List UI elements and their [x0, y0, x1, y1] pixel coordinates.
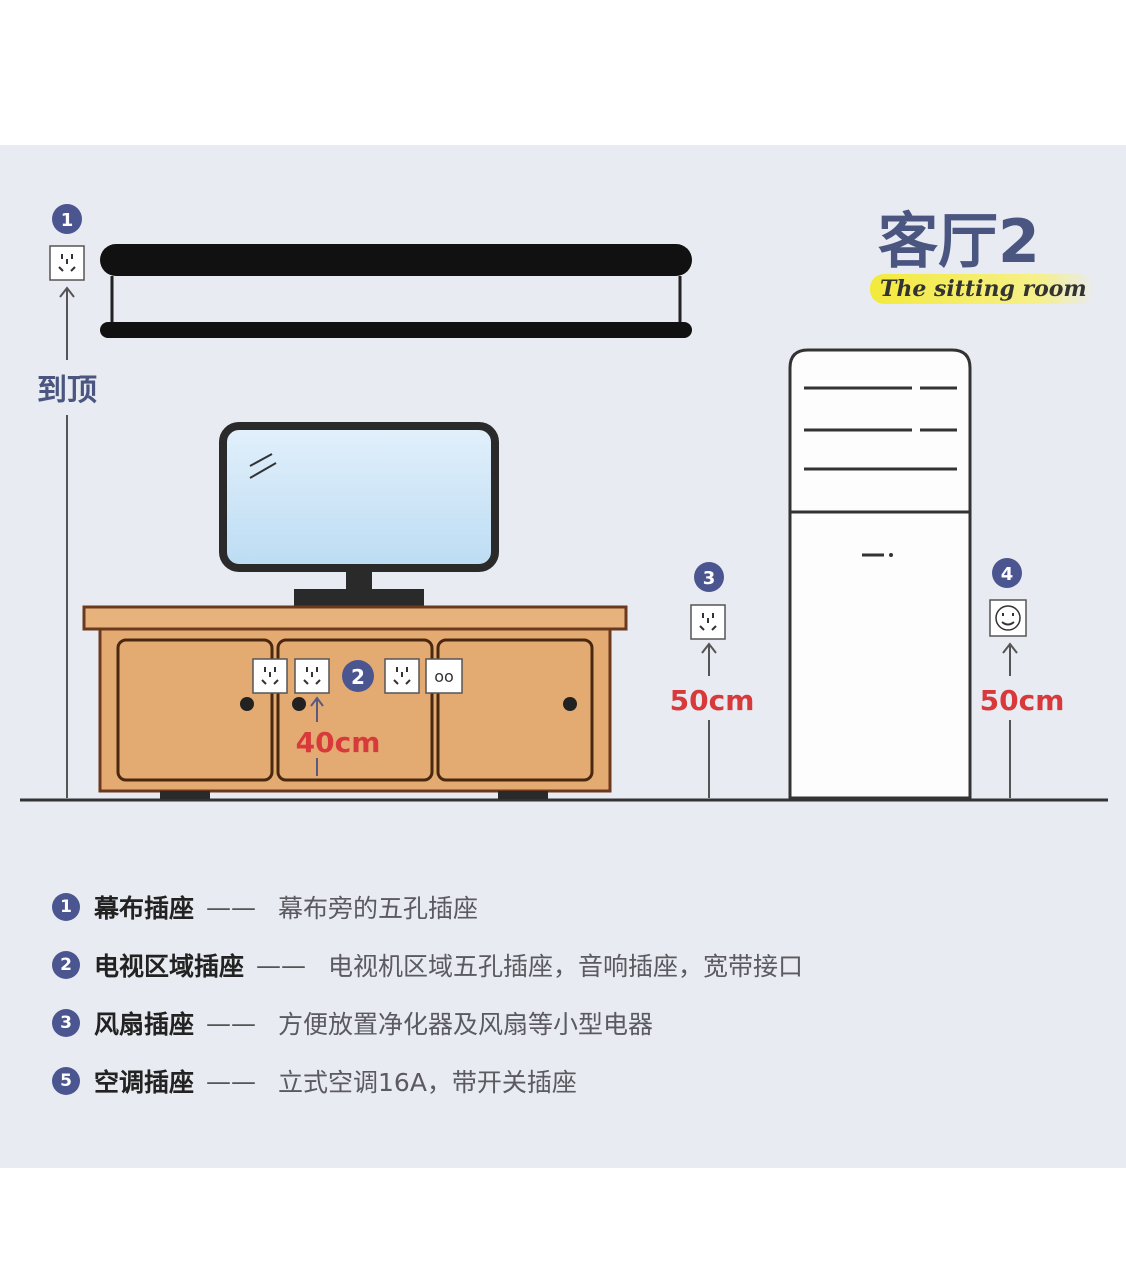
socket-icon: [49, 245, 85, 281]
socket-icon: [384, 658, 420, 694]
legend-item: 1 幕布插座 —— 幕布旁的五孔插座: [52, 878, 803, 936]
legend-dash: ——: [206, 1008, 257, 1038]
legend-label: 幕布插座: [94, 894, 195, 923]
legend: 1 幕布插座 —— 幕布旁的五孔插座 2 电视区域插座 —— 电视机区域五孔插座…: [52, 878, 803, 1110]
legend-label: 风扇插座: [94, 1010, 195, 1039]
audio-socket-glyph: oo: [434, 667, 454, 686]
ceiling-label: 到顶: [37, 373, 97, 408]
socket-icon: [252, 658, 288, 694]
socket-icon: [690, 604, 726, 640]
title-highlight: [870, 274, 1095, 304]
badge-2-text: 2: [351, 665, 365, 689]
legend-item: 2 电视区域插座 —— 电视机区域五孔插座，音响插座，宽带接口: [52, 936, 803, 994]
legend-badge: 3: [52, 1009, 80, 1037]
fan-socket-height: 50cm: [670, 684, 755, 717]
ac-socket-height: 50cm: [980, 684, 1065, 717]
legend-badge: 5: [52, 1067, 80, 1095]
legend-item: 5 空调插座 —— 立式空调16A，带开关插座: [52, 1052, 803, 1110]
projector-screen: [100, 244, 692, 338]
legend-dash: ——: [206, 1066, 257, 1096]
tv-cabinet: [82, 605, 628, 799]
legend-description: 电视机区域五孔插座，音响插座，宽带接口: [328, 952, 804, 981]
switched-socket-icon: [989, 599, 1027, 637]
audio-socket-icon: [425, 658, 463, 694]
tv-socket-height: 40cm: [296, 726, 381, 759]
legend-badge: 2: [52, 951, 80, 979]
legend-label: 电视区域插座: [94, 952, 245, 981]
legend-dash: ——: [206, 892, 257, 922]
ceiling-arrow: [59, 286, 75, 798]
legend-dash: ——: [256, 950, 307, 980]
legend-description: 立式空调16A，带开关插座: [278, 1068, 577, 1097]
legend-label: 空调插座: [94, 1068, 195, 1097]
legend-item: 3 风扇插座 —— 方便放置净化器及风扇等小型电器: [52, 994, 803, 1052]
badge-4: [992, 558, 1022, 588]
badge-1: [52, 204, 82, 234]
subtitle: The sitting room: [880, 276, 1087, 302]
tv-measure-arrow: [310, 696, 324, 776]
socket-icon: [294, 658, 330, 694]
legend-description: 幕布旁的五孔插座: [278, 894, 479, 923]
title: 客厅2: [878, 207, 1040, 277]
legend-description: 方便放置净化器及风扇等小型电器: [278, 1010, 654, 1039]
air-conditioner: [788, 348, 972, 800]
badge-3: [694, 562, 724, 592]
badge-4-text: 4: [1001, 564, 1014, 585]
ac-measure-arrow: [1002, 642, 1018, 798]
badge-1-text: 1: [61, 210, 74, 231]
tv: [219, 422, 499, 609]
badge-2: [342, 660, 374, 692]
legend-badge: 1: [52, 893, 80, 921]
badge-3-text: 3: [703, 568, 716, 589]
fan-measure-arrow: [701, 642, 717, 798]
